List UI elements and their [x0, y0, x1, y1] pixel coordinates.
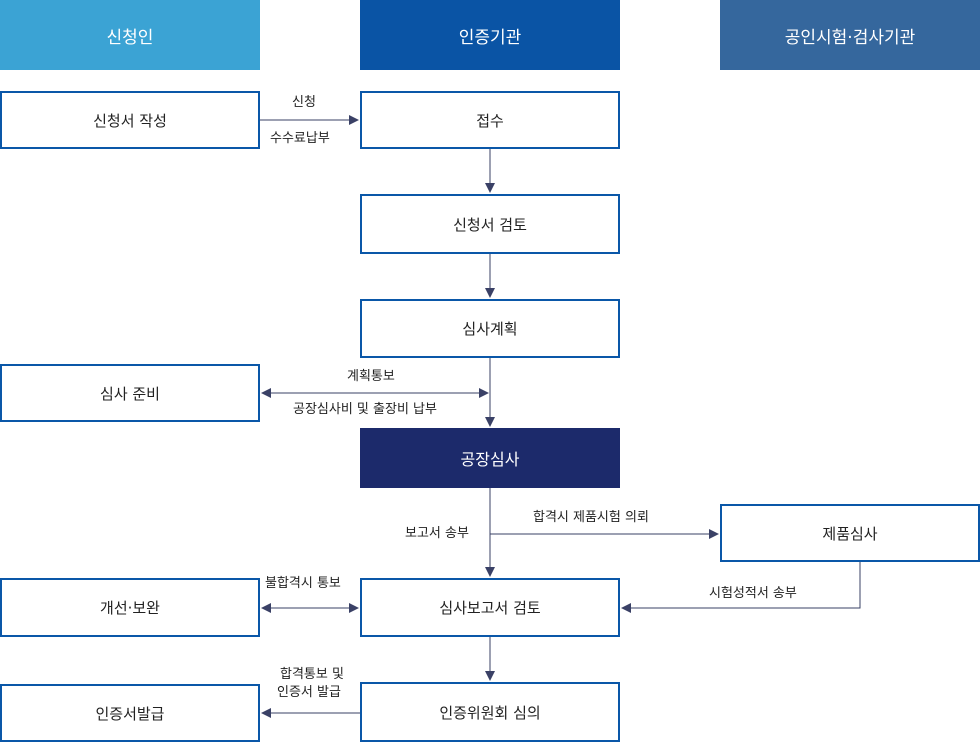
box-committee: 인증위원회 심의: [360, 682, 620, 742]
label-apply: 신청: [292, 95, 316, 110]
label-pass-notice-2: 인증서 발급: [277, 685, 341, 700]
box-receipt: 접수: [360, 91, 620, 149]
label-plan-notice: 계획통보: [347, 369, 395, 384]
label-fail-notice: 불합격시 통보: [265, 576, 341, 591]
box-product-test: 제품심사: [720, 504, 980, 562]
arrow-send-results: [621, 562, 861, 613]
label-fee: 수수료납부: [270, 131, 330, 146]
box-improve: 개선·보완: [0, 578, 260, 637]
box-review-report: 심사보고서 검토: [360, 578, 620, 637]
header-cert-body: 인증기관: [360, 0, 620, 70]
box-audit-plan: 심사계획: [360, 299, 620, 358]
box-audit-prep: 심사 준비: [0, 364, 260, 422]
header-applicant: 신청인: [0, 0, 260, 70]
label-send-report: 보고서 송부: [405, 526, 469, 541]
label-send-results: 시험성적서 송부: [709, 586, 797, 601]
box-issue-cert: 인증서발급: [0, 684, 260, 742]
label-pass-notice-1: 합격통보 및: [280, 667, 344, 682]
box-review-application: 신청서 검토: [360, 194, 620, 254]
label-request-test: 합격시 제품시험 의뢰: [533, 510, 649, 525]
box-write-application: 신청서 작성: [0, 91, 260, 149]
label-audit-fee: 공장심사비 및 출장비 납부: [293, 402, 437, 417]
header-lab: 공인시험·검사기관: [720, 0, 980, 70]
box-factory-audit: 공장심사: [360, 428, 620, 488]
